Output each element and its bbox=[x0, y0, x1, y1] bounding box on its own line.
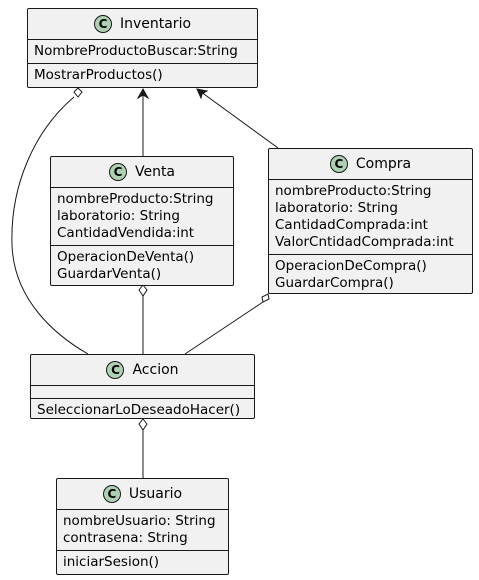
class-name: Inventario bbox=[119, 16, 192, 32]
attributes-section: NombreProductoBuscar:String bbox=[28, 39, 257, 63]
methods-section: MostrarProductos() bbox=[28, 63, 257, 87]
attribute: laboratorio: String bbox=[57, 208, 180, 224]
methods-section: iniciarSesion() bbox=[57, 550, 228, 574]
attributes-section: nombreProducto:String laboratorio: Strin… bbox=[269, 179, 472, 254]
attributes-section: nombreUsuario: String contrasena: String bbox=[57, 509, 228, 550]
class-c-icon: C bbox=[108, 163, 127, 181]
method: GuardarVenta() bbox=[57, 266, 162, 282]
arrowhead-venta-inventario bbox=[136, 87, 150, 100]
attribute: nombreProducto:String bbox=[275, 183, 432, 199]
edge-inventario-accion bbox=[11, 96, 89, 355]
method: MostrarProductos() bbox=[34, 67, 163, 83]
class-compra[interactable]: C Compra nombreProducto:String laborator… bbox=[268, 148, 473, 294]
attribute: laboratorio: String bbox=[275, 200, 398, 216]
edge-compra-inventario bbox=[196, 88, 279, 149]
edge-compra-accion bbox=[184, 301, 264, 355]
arrowhead-compra-inventario bbox=[196, 88, 209, 100]
class-name: Venta bbox=[134, 164, 176, 180]
diamond-compra bbox=[261, 293, 270, 303]
method: OperacionDeCompra() bbox=[275, 258, 427, 274]
class-header: C Inventario bbox=[28, 9, 257, 39]
class-header: C Compra bbox=[269, 149, 472, 179]
method: OperacionDeVenta() bbox=[57, 249, 195, 265]
diamond-venta bbox=[138, 284, 148, 297]
attribute: nombreUsuario: String bbox=[63, 513, 216, 529]
class-inventario[interactable]: C Inventario NombreProductoBuscar:String… bbox=[27, 8, 258, 88]
class-name: Compra bbox=[355, 156, 412, 172]
attribute: contrasena: String bbox=[63, 530, 188, 546]
method: GuardarCompra() bbox=[275, 275, 394, 291]
methods-section: OperacionDeCompra() GuardarCompra() bbox=[269, 254, 472, 295]
class-c-icon: C bbox=[102, 485, 121, 503]
method: SeleccionarLoDeseadoHacer() bbox=[37, 402, 241, 418]
method: iniciarSesion() bbox=[63, 554, 160, 570]
attribute: NombreProductoBuscar:String bbox=[34, 43, 238, 59]
class-accion[interactable]: C Accion SeleccionarLoDeseadoHacer() bbox=[30, 354, 255, 419]
attribute: ValorCntidadComprada:int bbox=[275, 234, 454, 250]
class-header: C Venta bbox=[51, 157, 233, 187]
class-venta[interactable]: C Venta nombreProducto:String laboratori… bbox=[50, 156, 234, 286]
class-name: Usuario bbox=[128, 486, 183, 502]
attribute: CantidadVendida:int bbox=[57, 225, 195, 241]
attributes-section: nombreProducto:String laboratorio: Strin… bbox=[51, 187, 233, 245]
class-c-icon: C bbox=[106, 361, 125, 379]
class-c-icon: C bbox=[93, 15, 112, 33]
methods-section: OperacionDeVenta() GuardarVenta() bbox=[51, 245, 233, 286]
methods-section: SeleccionarLoDeseadoHacer() bbox=[31, 398, 254, 422]
attribute: nombreProducto:String bbox=[57, 191, 214, 207]
diamond-accion bbox=[138, 418, 148, 431]
class-header: C Accion bbox=[31, 355, 254, 385]
class-name: Accion bbox=[132, 362, 179, 378]
diamond-inventario bbox=[73, 87, 83, 98]
attributes-section bbox=[31, 385, 254, 398]
class-c-icon: C bbox=[329, 155, 348, 173]
attribute: CantidadComprada:int bbox=[275, 217, 428, 233]
class-usuario[interactable]: C Usuario nombreUsuario: String contrase… bbox=[56, 478, 229, 575]
class-header: C Usuario bbox=[57, 479, 228, 509]
